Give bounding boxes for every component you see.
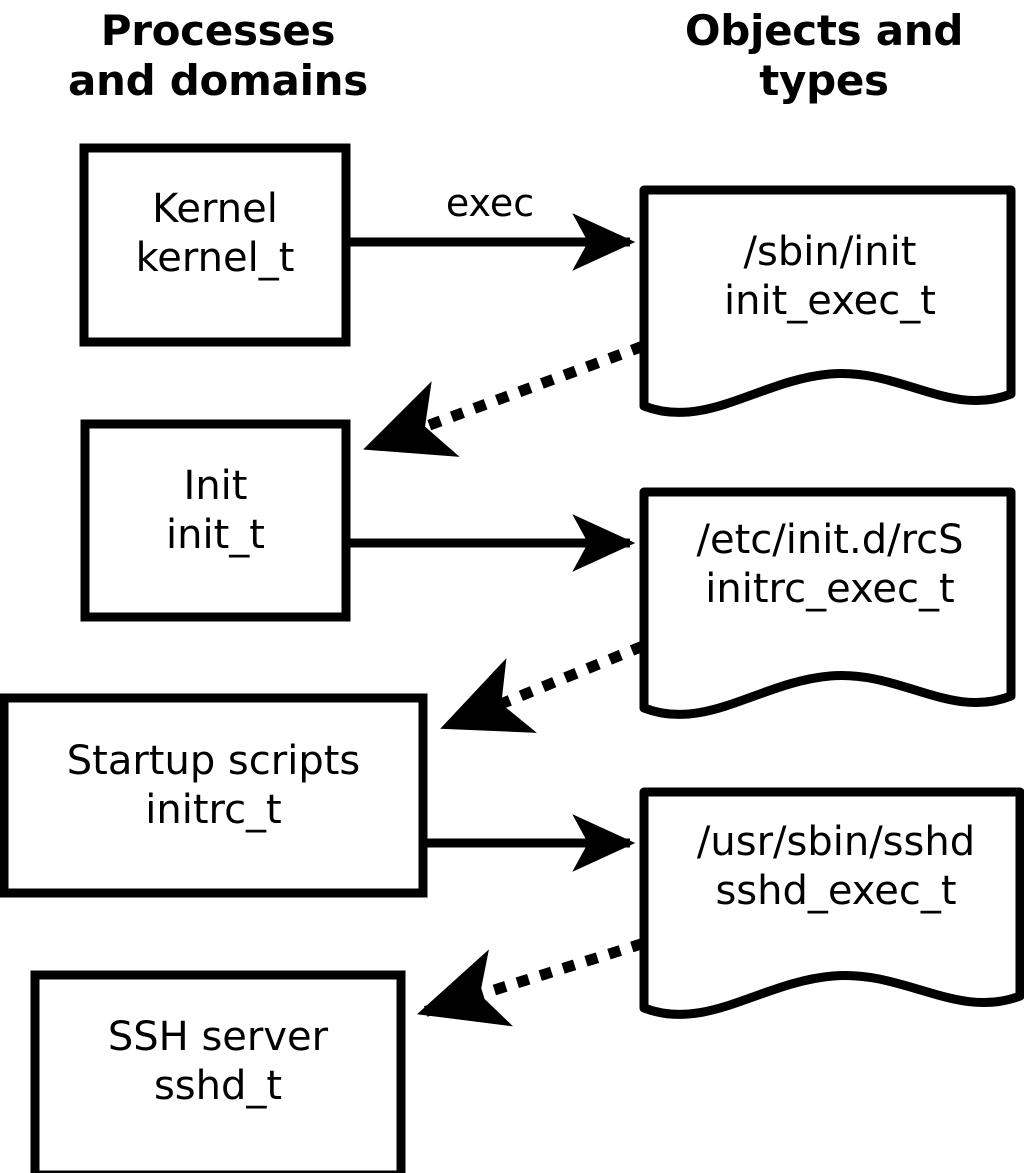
process-node-initrc[interactable] <box>0 693 428 898</box>
edge-init-exec-to-init <box>362 340 646 457</box>
column-heading-objects: Objects and types <box>684 6 964 105</box>
process-node-kernel[interactable] <box>79 143 351 347</box>
object-node-initrc-exec[interactable] <box>639 487 1016 719</box>
edge-label-exec: exec <box>445 181 535 225</box>
edge-sshd-exec-to-sshd <box>417 938 645 1027</box>
process-node-init[interactable] <box>80 419 351 622</box>
edge-initrc-exec-to-initrc <box>439 640 646 734</box>
process-node-sshd[interactable] <box>30 970 406 1173</box>
object-node-sshd-exec[interactable] <box>639 787 1024 1019</box>
object-node-init-exec[interactable] <box>639 185 1016 417</box>
column-heading-processes: Processes and domains <box>68 6 368 105</box>
